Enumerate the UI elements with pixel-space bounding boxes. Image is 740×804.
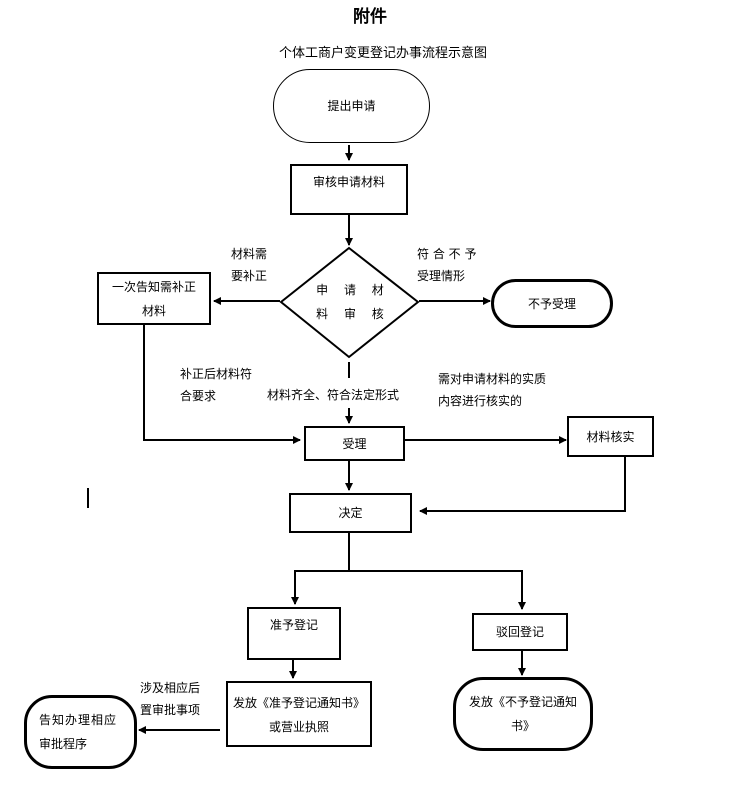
node-accept-label: 受理: [342, 436, 367, 451]
edge-correction-accept: [143, 324, 301, 444]
label-needs-correction-line1: 材料需: [231, 247, 268, 261]
decision-line-1: 申 请 材: [316, 283, 390, 297]
node-reject-acceptance: 不予受理: [491, 279, 613, 328]
label-not-acceptable-line1: 符 合 不 予: [417, 247, 477, 261]
label-needs-correction: 材料需 要补正: [231, 243, 267, 287]
node-notify-procedure-line2: 审批程序: [39, 737, 88, 751]
label-verify-needed-line1: 需对申请材料的实质: [438, 372, 547, 386]
node-reject-registration: 驳回登记: [472, 613, 568, 651]
label-corrected: 补正后材料符 合要求: [180, 363, 252, 407]
node-review-materials-label: 审核申请材料: [312, 175, 385, 189]
node-issue-approval-line1: 发放《准予登记通知书》: [232, 696, 365, 710]
node-verify-materials: 材料核实: [567, 416, 654, 457]
edge-verify-decide: [419, 456, 626, 515]
attachment-label: 附件: [353, 7, 387, 27]
label-corrected-line1: 补正后材料符: [180, 367, 253, 381]
node-issue-approval-line2: 或营业执照: [268, 720, 329, 734]
node-issue-rejection-line2: 书》: [510, 719, 535, 733]
label-subsequent-approval: 涉及相应后 置审批事项: [140, 677, 200, 721]
node-accept: 受理: [304, 426, 405, 461]
label-needs-correction-line2: 要补正: [231, 269, 268, 283]
node-issue-rejection: 发放《不予登记通知 书》: [453, 677, 593, 751]
node-review-materials: 审核申请材料: [290, 164, 408, 215]
node-decide: 决定: [289, 493, 412, 533]
node-submit: 提出申请: [273, 69, 430, 143]
node-notify-correction: 一次告知需补正 材料: [97, 272, 211, 325]
decision-line-2: 料 审 核: [316, 307, 390, 321]
node-notify-procedure: 告知办理相应 审批程序: [24, 695, 137, 769]
node-decide-label: 决定: [338, 506, 363, 520]
label-not-acceptable: 符 合 不 予 受理情形: [417, 243, 476, 287]
node-submit-label: 提出申请: [327, 99, 376, 113]
node-approve-registration-label: 准予登记: [269, 618, 318, 632]
edge-decide-reject: [349, 570, 526, 610]
node-issue-rejection-line1: 发放《不予登记通知: [468, 695, 577, 709]
node-notify-procedure-line1: 告知办理相应: [39, 713, 118, 727]
edge-decide-split: [291, 532, 350, 605]
node-reject-registration-label: 驳回登记: [495, 625, 544, 639]
label-subsequent-approval-line1: 涉及相应后: [140, 681, 201, 695]
diagram-title: 个体工商户变更登记办事流程示意图: [278, 46, 487, 61]
node-approve-registration: 准予登记: [247, 607, 341, 660]
label-subsequent-approval-line2: 置审批事项: [140, 703, 201, 717]
label-not-acceptable-line2: 受理情形: [417, 269, 466, 283]
node-decision-review: 申 请 材 料 审 核: [310, 278, 396, 326]
node-issue-approval: 发放《准予登记通知书》 或营业执照: [226, 681, 372, 747]
node-reject-acceptance-label: 不予受理: [527, 296, 576, 311]
label-verify-needed: 需对申请材料的实质 内容进行核实的: [438, 368, 546, 412]
node-verify-materials-label: 材料核实: [586, 429, 635, 444]
decision-diamond-shape: [279, 246, 420, 359]
node-notify-correction-line1: 一次告知需补正: [111, 279, 196, 294]
label-verify-needed-line2: 内容进行核实的: [438, 394, 523, 408]
label-corrected-line2: 合要求: [180, 389, 217, 403]
node-notify-correction-line2: 材料: [141, 303, 166, 318]
label-complete: 材料齐全、符合法定形式: [267, 388, 400, 402]
